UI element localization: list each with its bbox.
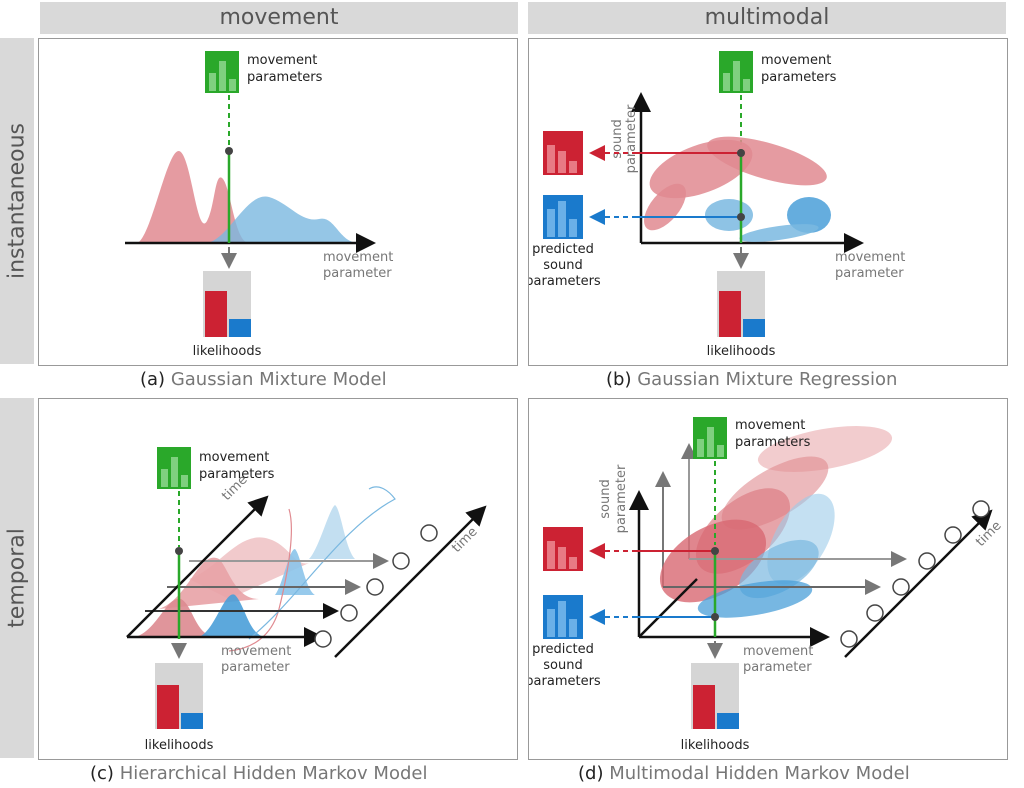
movement-params-label: movement xyxy=(761,53,831,68)
axis-label-movement: movement xyxy=(743,644,813,659)
caption-c: (c) Hierarchical Hidden Markov Model xyxy=(90,763,428,784)
axis-label-parameter: parameter xyxy=(221,660,290,675)
axis-label-sound: sound xyxy=(598,479,613,518)
axis-label-movement: movement xyxy=(835,250,905,265)
predicted-label: predicted xyxy=(532,242,594,257)
row-label-temporal: temporal xyxy=(0,398,34,758)
axis-label-parameter: parameter xyxy=(323,266,392,281)
hhmm-diagram: time time movement parameter movement pa… xyxy=(126,447,487,753)
movement-params-label: movement xyxy=(735,418,805,433)
axis-label-parameter: parameter xyxy=(743,660,812,675)
likelihoods-icon xyxy=(717,271,765,337)
predicted-blue-icon xyxy=(543,595,583,639)
axis-label-movement: movement xyxy=(323,250,393,265)
header-multimodal: multimodal xyxy=(528,2,1006,34)
likelihoods-label: likelihoods xyxy=(707,344,776,359)
predicted-red-icon xyxy=(543,527,583,571)
axis-label-sound: sound xyxy=(610,119,625,158)
time-label-2: time xyxy=(449,524,480,555)
likelihoods-label: likelihoods xyxy=(681,738,750,753)
time-axis xyxy=(844,509,993,658)
likelihoods-icon xyxy=(691,663,739,729)
predicted-blue-icon xyxy=(543,195,583,239)
gmr-diagram: movement parameters sound parameter move… xyxy=(525,51,905,359)
axis-label-sound-2: parameter xyxy=(624,104,639,173)
movement-params-label: movement xyxy=(247,53,317,68)
movement-params-label-2: parameters xyxy=(761,70,837,85)
header-movement: movement xyxy=(40,2,518,34)
panel-hhmm: time time movement parameter movement pa… xyxy=(38,398,518,760)
panel-gmm: movement parameters movement parameter l… xyxy=(38,38,518,366)
red-distribution xyxy=(137,150,249,243)
movement-params-label-2: parameters xyxy=(735,435,811,450)
likelihoods-icon xyxy=(203,271,251,337)
time-axis-2 xyxy=(334,505,487,658)
row-label-instantaneous: instantaneous xyxy=(0,38,34,364)
caption-b: (b) Gaussian Mixture Regression xyxy=(606,369,898,390)
movement-params-label: movement xyxy=(199,450,269,465)
state-chain xyxy=(314,524,438,648)
movement-params-icon xyxy=(157,447,191,489)
likelihoods-label: likelihoods xyxy=(193,344,262,359)
movement-params-icon xyxy=(693,417,727,459)
axis-label-sound-2: parameter xyxy=(614,464,629,533)
likelihoods-label: likelihoods xyxy=(145,738,214,753)
predicted-label-3: parameters xyxy=(529,274,601,289)
caption-d: (d) Multimodal Hidden Markov Model xyxy=(578,763,910,784)
caption-a: (a) Gaussian Mixture Model xyxy=(140,369,387,390)
predicted-label-2: sound xyxy=(543,658,582,673)
axis-label-movement: movement xyxy=(221,644,291,659)
time-axis xyxy=(126,495,269,638)
movement-params-icon xyxy=(719,51,753,93)
gmm-diagram: movement parameters movement parameter l… xyxy=(125,51,393,359)
state-chain xyxy=(840,500,990,648)
movement-params-label-2: parameters xyxy=(247,70,323,85)
movement-params-icon xyxy=(205,51,239,93)
predicted-label-3: parameters xyxy=(529,674,601,689)
predicted-label: predicted xyxy=(532,642,594,657)
likelihoods-icon xyxy=(155,663,203,729)
panel-mhmm: time sound parameter movement parameter … xyxy=(525,398,1008,760)
predicted-red-icon xyxy=(543,131,583,175)
predicted-label-2: sound xyxy=(543,258,582,273)
movement-params-label-2: parameters xyxy=(199,467,275,482)
panel-gmr: movement parameters sound parameter move… xyxy=(525,38,1008,366)
axis-label-parameter: parameter xyxy=(835,266,904,281)
blue-distribution xyxy=(207,196,359,243)
mhmm-diagram: time sound parameter movement parameter … xyxy=(525,417,1005,753)
